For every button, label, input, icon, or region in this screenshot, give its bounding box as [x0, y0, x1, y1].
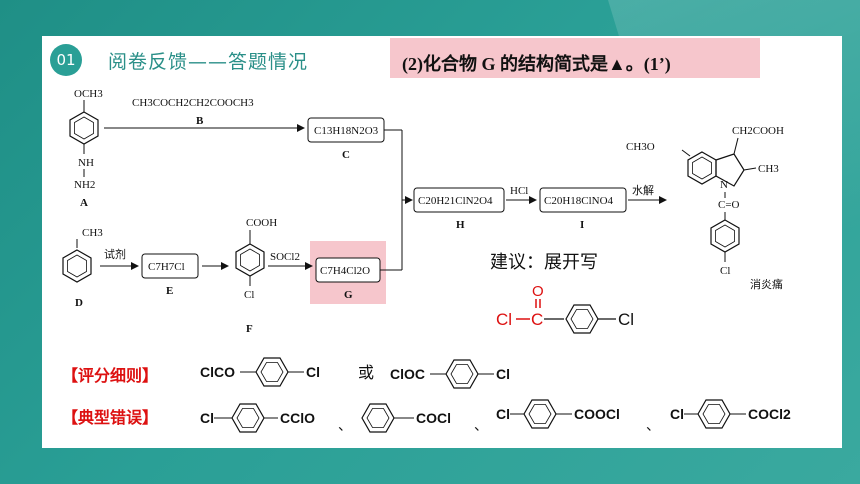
reagent-3: HCl — [510, 185, 528, 197]
product-sub-ch3o: CH3O — [626, 141, 655, 153]
product-cl: Cl — [720, 265, 730, 277]
f-label: F — [246, 323, 253, 335]
error-4-right: COCl2 — [748, 406, 791, 422]
answer-c: C — [531, 310, 543, 329]
error-item-4: Cl COCl2 — [670, 399, 791, 429]
reagent-2: SOCl2 — [270, 251, 300, 263]
rule-1-left: ClCO — [200, 364, 235, 380]
rule-item-1: ClCO Cl — [200, 357, 320, 387]
section-number-badge: 01 — [50, 44, 82, 76]
answer-structure: O Cl C Cl — [496, 283, 634, 334]
rule-item-2: ClOC Cl — [390, 359, 510, 389]
product-co: C=O — [718, 199, 740, 211]
answer-cl-left: Cl — [496, 310, 512, 329]
d-label: D — [75, 297, 83, 309]
c-formula: C13H18N2O3 — [314, 125, 379, 137]
reaction-scheme: OCH3 NH NH2 A CH3COCH2CH2COOCH3 B C13H18… — [62, 88, 791, 434]
product-sub-ch3: CH3 — [758, 163, 779, 175]
rule-1-right: Cl — [306, 364, 320, 380]
separator-1: 、 — [338, 418, 352, 434]
error-3-right: COOCl — [574, 406, 620, 422]
i-label: I — [580, 219, 584, 231]
compound-f: COOH Cl F — [235, 217, 277, 335]
question-text: (2)化合物 G 的结构简式是▲。(1’) — [402, 54, 671, 74]
error-4-left: Cl — [670, 406, 684, 422]
errors-label: 【典型错误】 — [62, 410, 159, 427]
error-3-left: Cl — [496, 406, 510, 422]
a-nh2: NH2 — [74, 179, 95, 191]
reagent-b: CH3COCH2CH2COOCH3 — [132, 97, 254, 109]
answer-o: O — [532, 283, 544, 300]
rule-2-left: ClOC — [390, 366, 425, 382]
a-nh: NH — [78, 157, 94, 169]
question-highlight — [390, 38, 760, 78]
f-substituent-top: COOH — [246, 217, 277, 229]
product-name: 消炎痛 — [750, 277, 783, 291]
a-label: A — [80, 197, 88, 209]
c-label: C — [342, 149, 350, 161]
e-label: E — [166, 285, 173, 297]
e-formula: C7H7Cl — [148, 261, 185, 273]
rules-label: 【评分细则】 — [62, 368, 159, 385]
a-substituent-top: OCH3 — [74, 88, 103, 100]
separator-2: 、 — [474, 418, 488, 434]
b-label: B — [196, 115, 204, 127]
compound-d: CH3 D — [62, 227, 103, 309]
h-label: H — [456, 219, 465, 231]
or-text: 或 — [358, 363, 374, 382]
section-title: 阅卷反馈——答题情况 — [108, 51, 309, 73]
error-1-left: Cl — [200, 410, 214, 426]
separator-3: 、 — [646, 418, 660, 434]
h-formula: C20H21ClN2O4 — [418, 195, 493, 207]
error-1-right: CClO — [280, 410, 315, 426]
suggestion-text: 建议：展开写 — [490, 252, 598, 273]
i-formula: C20H18ClNO4 — [544, 195, 614, 207]
product-n: N — [720, 179, 728, 191]
content-card: 01 阅卷反馈——答题情况 (2)化合物 G 的结构简式是▲。(1’) 建议：展… — [42, 36, 842, 448]
error-item-1: Cl CClO — [200, 403, 315, 433]
error-item-3: Cl COOCl — [496, 399, 620, 429]
product-sub-ch2cooh: CH2COOH — [732, 125, 784, 137]
compound-a: OCH3 NH NH2 A — [69, 88, 103, 209]
reagent-4: 水解 — [632, 183, 654, 197]
f-substituent-bottom: Cl — [244, 289, 254, 301]
d-substituent: CH3 — [82, 227, 103, 239]
g-formula: C7H4Cl2O — [320, 265, 370, 277]
reagent-1: 试剂 — [104, 247, 126, 261]
rule-2-right: Cl — [496, 366, 510, 382]
g-label: G — [344, 289, 353, 301]
error-item-2: COCl — [361, 403, 451, 433]
answer-cl-right: Cl — [618, 310, 634, 329]
error-2-right: COCl — [416, 410, 451, 426]
product-indomethacin: CH2COOH CH3O CH3 N C=O Cl 消炎痛 — [626, 125, 784, 291]
